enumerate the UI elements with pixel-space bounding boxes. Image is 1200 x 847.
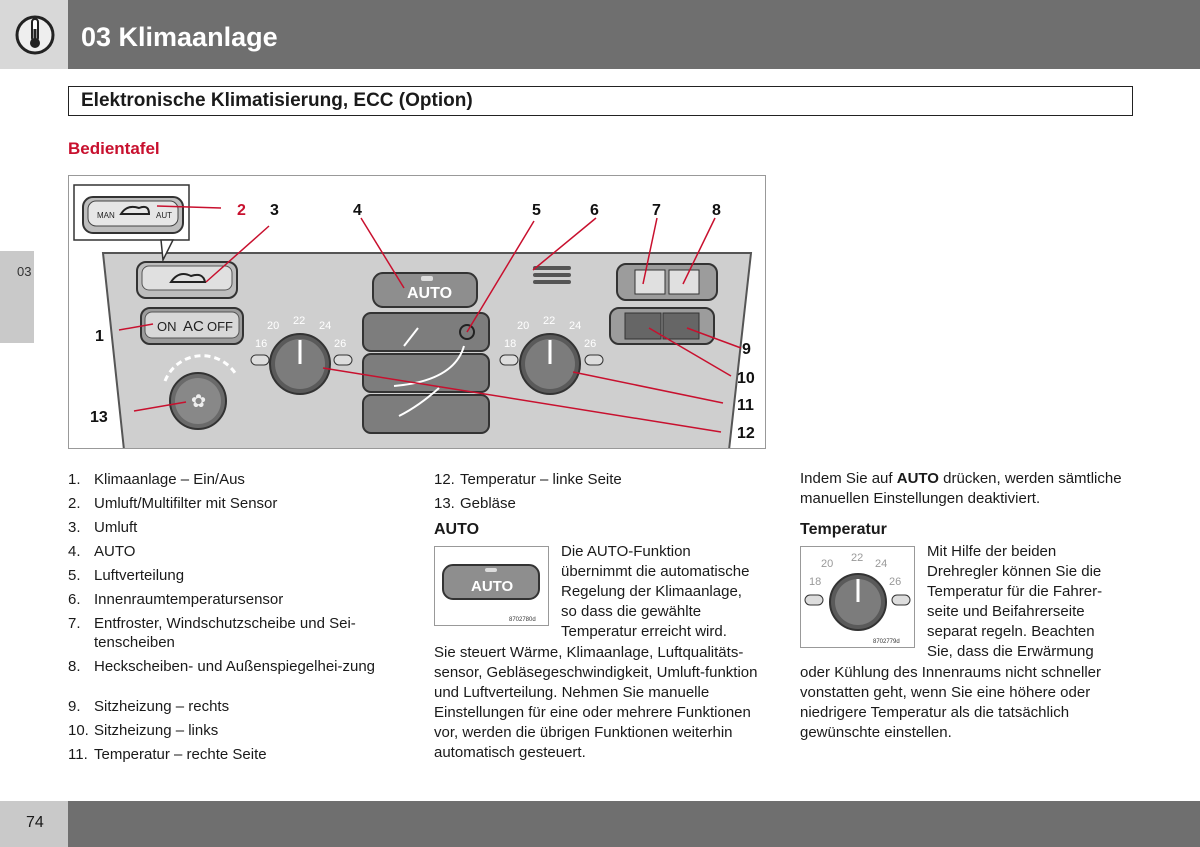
dial-scale-20: 20: [821, 558, 833, 570]
chapter-side-tab: 03: [0, 251, 34, 343]
callout-2: 2: [237, 202, 246, 219]
side-tab-label: 03: [17, 264, 32, 279]
list-item: 1.Klimaanlage – Ein/Aus: [68, 471, 245, 488]
svg-text:✿: ✿: [191, 391, 206, 411]
off-label: OFF: [207, 319, 233, 334]
panel-auto-label: AUTO: [407, 285, 452, 302]
callout-4: 4: [353, 202, 362, 219]
scale-left-16: 16: [255, 338, 267, 350]
page-header: 03 Klimaanlage: [0, 0, 1200, 69]
on-label: ON: [157, 319, 177, 334]
temperature-heading: Temperatur: [800, 521, 887, 538]
list-item: 6.Innenraumtemperatursensor: [68, 591, 284, 608]
thermometer-icon: [15, 15, 55, 55]
auto-heading: AUTO: [434, 521, 480, 538]
list-item: 4.AUTO: [68, 543, 136, 560]
control-panel-illustration: MAN AUT ON AC OFF ✿ 16 20 22 24 26: [73, 184, 755, 448]
callout-13: 13: [90, 409, 108, 426]
list-item: 7.Entfroster, Windschutzscheibe und Sei-…: [68, 615, 356, 651]
list-item: 3.Umluft: [68, 519, 138, 536]
list-item: 10.Sitzheizung – links: [68, 722, 219, 739]
scale-right-18: 18: [504, 338, 516, 350]
auto-thumb-label: AUTO: [471, 578, 514, 595]
callout-3: 3: [270, 202, 279, 219]
section-title: Elektronische Klimatisierung, ECC (Optio…: [68, 86, 1133, 116]
list-item: 5.Luftverteilung: [68, 567, 185, 584]
page-footer: 74: [0, 801, 1200, 847]
chapter-icon-box: [0, 0, 68, 69]
callout-6: 6: [590, 202, 599, 219]
list-item: 2.Umluft/Multifilter mit Sensor: [68, 495, 278, 512]
ac-label: AC: [183, 318, 204, 335]
scale-left-24: 24: [319, 320, 331, 332]
temp-image-code: 8702779d: [873, 639, 900, 645]
dial-scale-22: 22: [851, 552, 863, 564]
temperature-dial-image: 18 20 22 24 26 8702779d: [800, 546, 915, 648]
callout-9: 9: [742, 341, 751, 358]
auto-button-image: AUTO 8702780d: [434, 546, 549, 626]
legend-list-part-2: 12.Temperatur – linke Seite 13.Gebläse: [434, 470, 774, 518]
list-item: 8.Heckscheiben- und Außenspiegelhei-zung: [68, 658, 376, 675]
scale-left-20: 20: [267, 320, 279, 332]
auto-intro: Indem Sie auf AUTO drücken, werden sämtl…: [800, 470, 1122, 507]
scale-left-22: 22: [293, 315, 305, 327]
list-item: 9.Sitzheizung – rechts: [68, 698, 230, 715]
dial-scale-24: 24: [875, 558, 887, 570]
man-label: MAN: [97, 211, 115, 220]
aut-label: AUT: [156, 211, 172, 220]
auto-description-lines: Die AUTO-Funktion übernimmt die automati…: [561, 543, 750, 640]
list-item: 13.Gebläse: [434, 495, 516, 512]
control-panel-figure: MAN AUT ON AC OFF ✿ 16 20 22 24 26: [68, 175, 766, 449]
scale-right-24: 24: [569, 320, 581, 332]
scale-right-22: 22: [543, 315, 555, 327]
page-number: 74: [0, 801, 68, 847]
callout-8: 8: [712, 202, 721, 219]
temperature-description-lines: Mit Hilfe der beiden Drehregler können S…: [927, 543, 1103, 660]
list-item: 12.Temperatur – linke Seite: [434, 471, 622, 488]
scale-right-20: 20: [517, 320, 529, 332]
callout-1: 1: [95, 328, 104, 345]
scale-left-26: 26: [334, 338, 346, 350]
callout-10: 10: [737, 370, 755, 387]
subheading: Bedientafel: [68, 139, 160, 158]
dial-scale-26: 26: [889, 576, 901, 588]
callout-7: 7: [652, 202, 661, 219]
auto-description: Sie steuert Wärme, Klimaanlage, Luftqual…: [434, 644, 758, 761]
callout-11: 11: [737, 397, 754, 414]
callout-12: 12: [737, 425, 755, 442]
temperature-description: oder Kühlung des Innenraums nicht schnel…: [800, 664, 1102, 741]
scale-right-26: 26: [584, 338, 596, 350]
legend-list-part-1: 1.Klimaanlage – Ein/Aus 2.Umluft/Multifi…: [68, 470, 398, 769]
callout-5: 5: [532, 202, 541, 219]
dial-scale-18: 18: [809, 576, 821, 588]
list-item: 11.Temperatur – rechte Seite: [68, 746, 267, 763]
chapter-title: 03 Klimaanlage: [81, 22, 278, 52]
auto-image-code: 8702780d: [509, 617, 536, 623]
